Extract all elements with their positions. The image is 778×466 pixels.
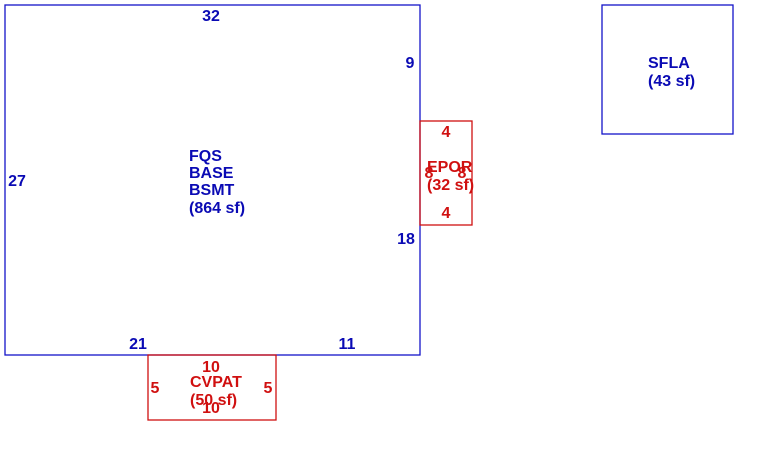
base-dim-right-upper: 9 bbox=[406, 55, 415, 72]
base-dim-top: 32 bbox=[202, 8, 220, 25]
sfla-label-line-2: (43 sf) bbox=[648, 73, 695, 90]
base-dim-bottom-left: 21 bbox=[129, 336, 147, 353]
cvpat-dim-right: 5 bbox=[264, 380, 273, 397]
base-dim-right-lower: 18 bbox=[397, 231, 415, 248]
epor-dim-left: 8 bbox=[425, 165, 434, 182]
base-label-line-1: FQS bbox=[189, 148, 222, 165]
cvpat-label-line-2: (50 sf) bbox=[190, 392, 237, 409]
base-dim-left: 27 bbox=[8, 173, 26, 190]
base-label-line-4: (864 sf) bbox=[189, 200, 245, 217]
base-label-line-3: BSMT bbox=[189, 182, 235, 199]
sfla-area-outline bbox=[601, 4, 734, 135]
epor-dim-right: 8 bbox=[458, 165, 467, 182]
base-dim-bottom-right: 11 bbox=[339, 336, 356, 353]
epor-dim-bottom: 4 bbox=[442, 205, 451, 222]
cvpat-dim-bottom: 10 bbox=[202, 400, 220, 417]
cvpat-label-line-1: CVPAT bbox=[190, 374, 242, 391]
sfla-label-line-1: SFLA bbox=[648, 55, 690, 72]
epor-label-line-1: EPOR bbox=[427, 159, 473, 176]
cvpat-dim-top: 10 bbox=[202, 359, 220, 376]
base-label-line-2: BASE bbox=[189, 165, 234, 182]
epor-area-outline bbox=[419, 120, 473, 226]
cvpat-area-outline bbox=[147, 354, 277, 421]
cvpat-dim-left: 5 bbox=[151, 380, 160, 397]
epor-dim-top: 4 bbox=[442, 124, 451, 141]
epor-label-line-2: (32 sf) bbox=[427, 177, 474, 194]
